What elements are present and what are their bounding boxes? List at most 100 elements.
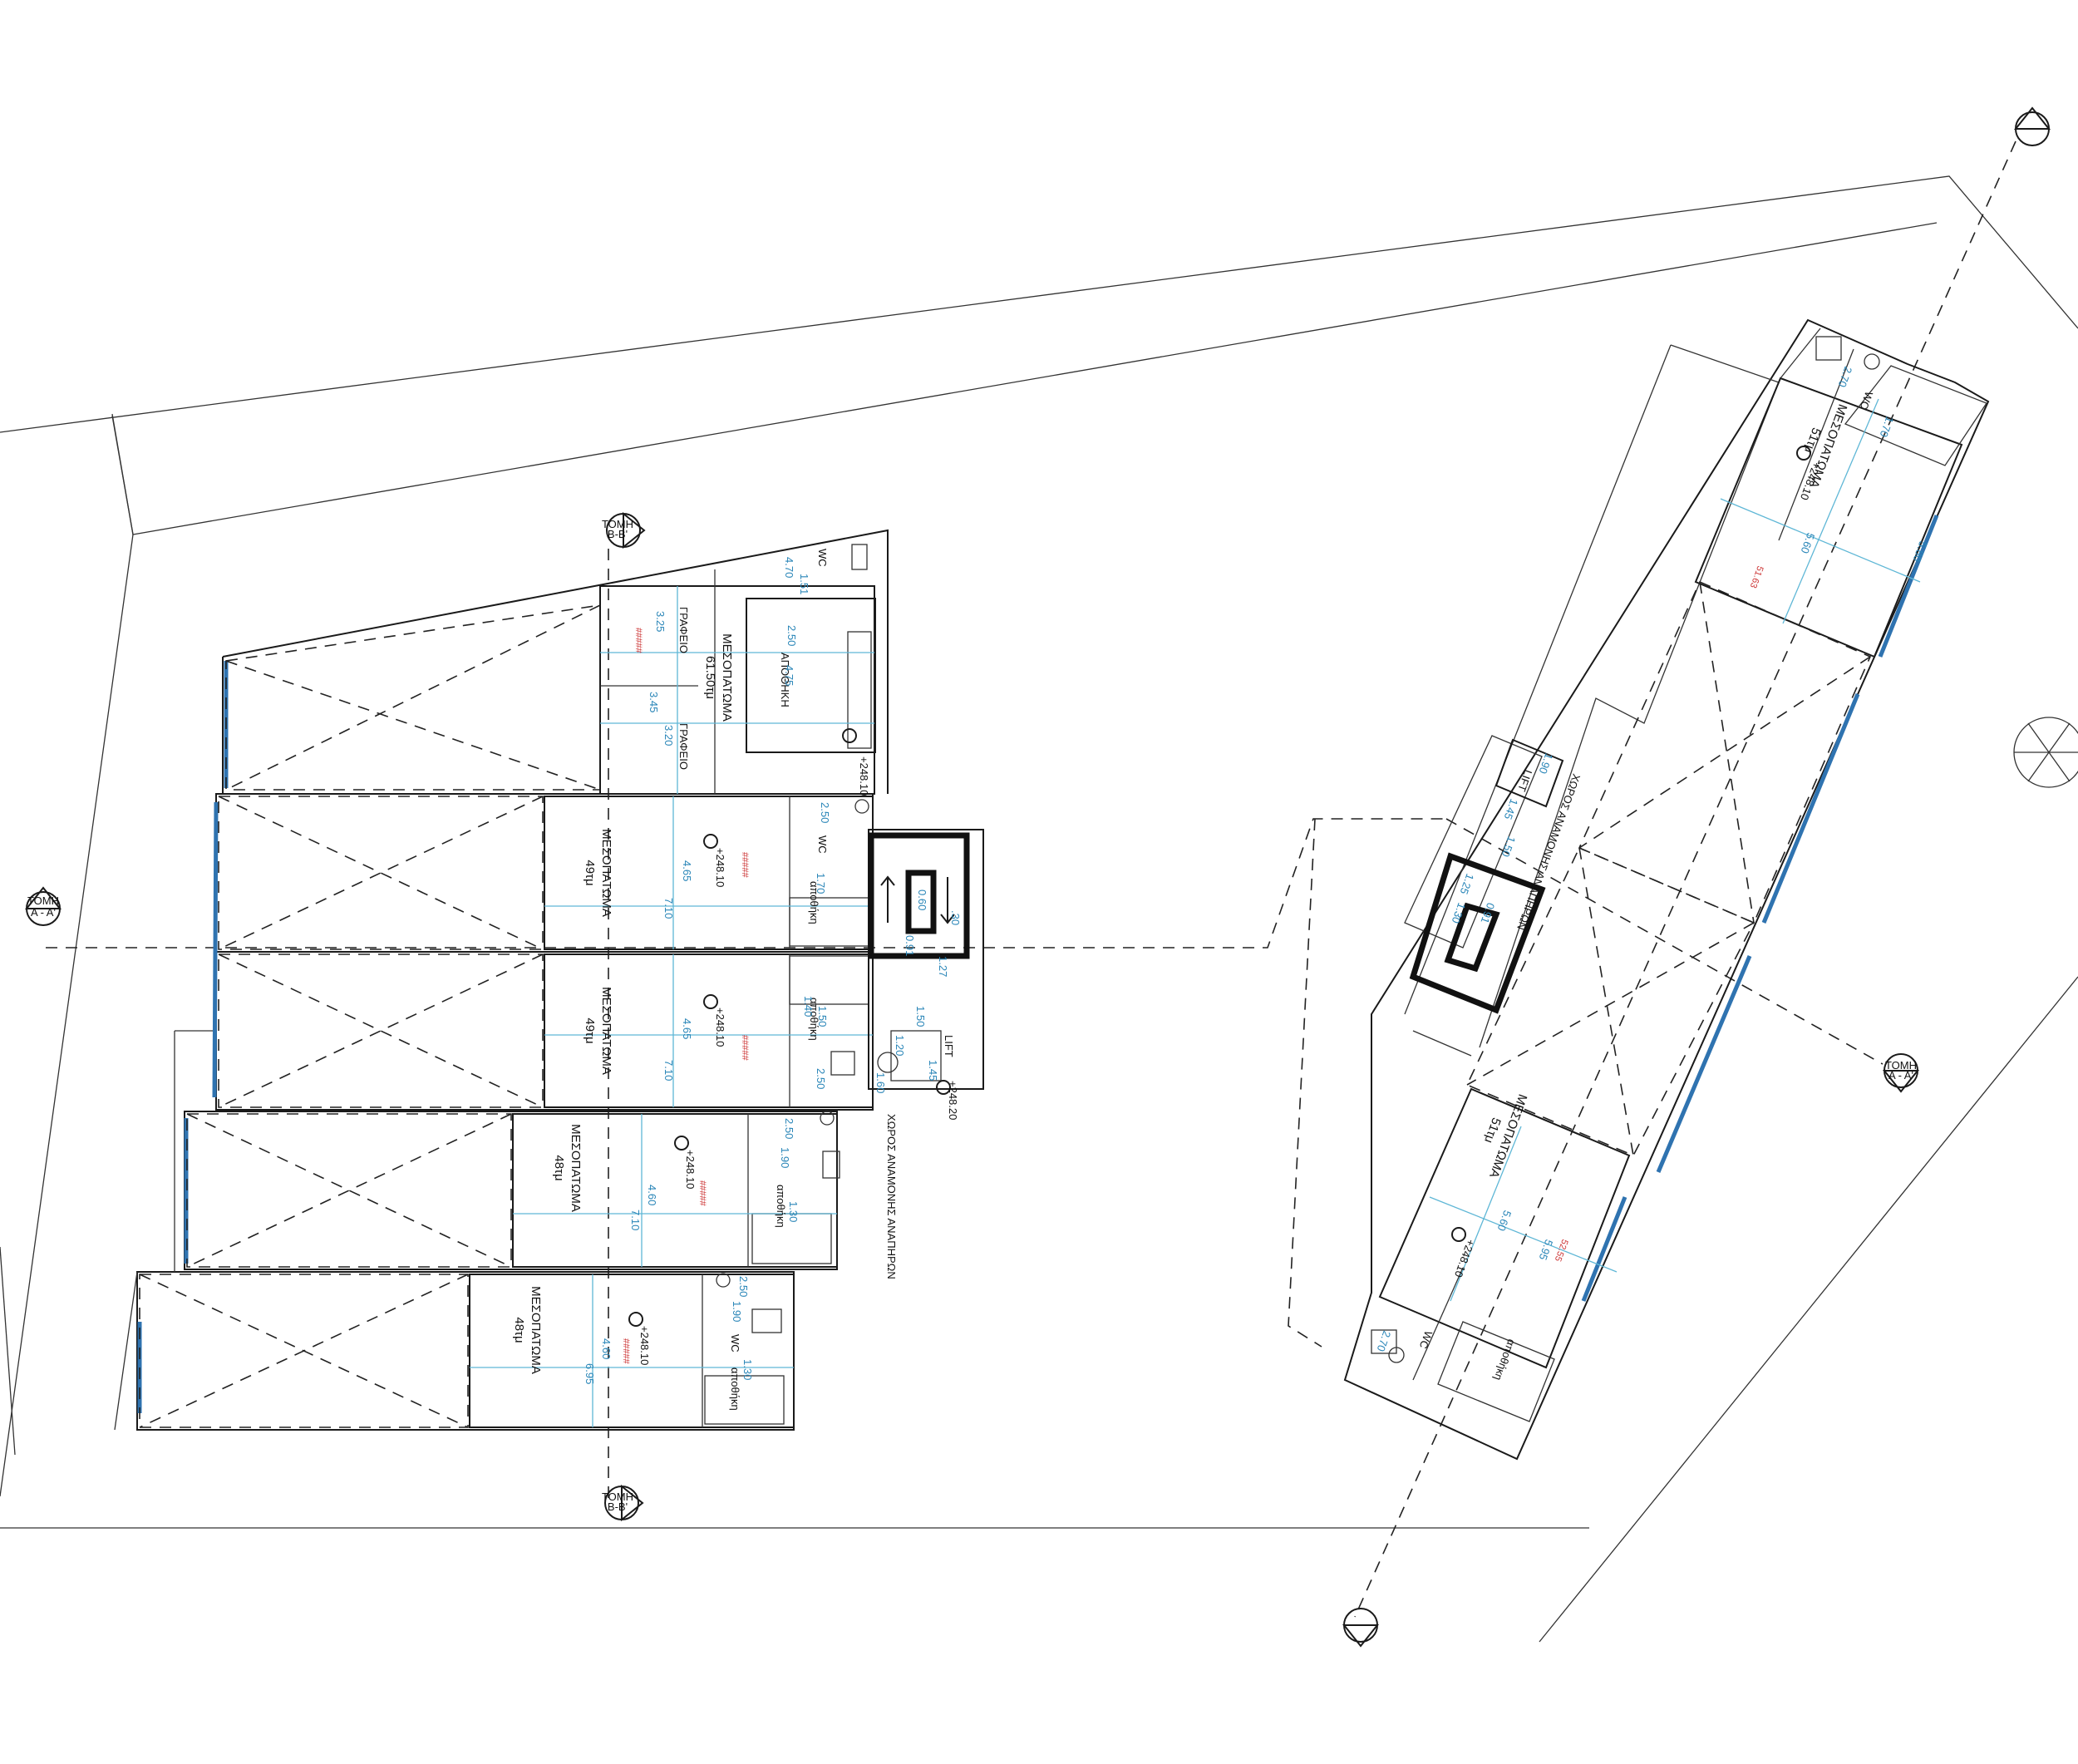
svg-text:0.60: 0.60 xyxy=(916,889,928,910)
svg-text:2.50: 2.50 xyxy=(783,1118,795,1139)
stair-core-right xyxy=(1409,738,1564,1014)
dimension-texts: 1.51 4.70 3.25 2.50 4.75 3.45 3.20 2.50 … xyxy=(584,365,1929,1384)
svg-text:2.50: 2.50 xyxy=(737,1276,750,1297)
svg-text:2.50: 2.50 xyxy=(819,802,831,823)
section-marker-right-bottom xyxy=(1342,1608,1380,1648)
svg-text:49τμ: 49τμ xyxy=(583,1018,597,1043)
svg-text:+248.10: +248.10 xyxy=(684,1150,697,1189)
svg-text:1.30: 1.30 xyxy=(787,1201,800,1222)
svg-text:αποθήκη: αποθήκη xyxy=(775,1185,787,1228)
svg-text:LIFT: LIFT xyxy=(943,1035,955,1057)
svg-text:ΤΟΜΗ: ΤΟΜΗ xyxy=(602,518,633,530)
svg-text:2.70: 2.70 xyxy=(1836,365,1855,389)
svg-text:1.50: 1.50 xyxy=(816,1006,829,1027)
stairs-right-units xyxy=(1437,365,1987,1422)
svg-text:1.30: 1.30 xyxy=(741,1359,754,1380)
svg-text:7.10: 7.10 xyxy=(629,1210,642,1230)
svg-text:αποθήκη: αποθήκη xyxy=(729,1367,741,1411)
svg-text:4.60: 4.60 xyxy=(600,1338,613,1359)
room-labels: ΓΡΑΦΕΙΟ ΓΡΑΦΕΙΟ ΑΠΟΘΗΚΗ WC WC αποθήκη απ… xyxy=(677,390,1875,1411)
dimension-lines-right xyxy=(1429,398,1921,1302)
level-markers xyxy=(628,446,1811,1327)
section-marker-bb-bottom: ΤΟΜΗ Β-Β' xyxy=(602,1484,644,1522)
svg-text:Β-Β': Β-Β' xyxy=(608,1500,628,1513)
svg-text:ΓΡΑΦΕΙΟ: ΓΡΑΦΕΙΟ xyxy=(677,723,690,770)
svg-text:WC: WC xyxy=(816,549,829,567)
svg-text:#####: ##### xyxy=(740,1035,750,1061)
svg-text:+248.10: +248.10 xyxy=(858,756,870,796)
svg-text:αποθήκη: αποθήκη xyxy=(808,998,820,1041)
unit-label-right-1: ΜΕΣΟΠΑΤΩΜΑ 51τμ xyxy=(1801,402,1849,490)
svg-text:1.27: 1.27 xyxy=(937,956,949,977)
svg-text:1.60: 1.60 xyxy=(874,1072,887,1093)
svg-text:#####: ##### xyxy=(740,852,750,878)
svg-text:+248.10: +248.10 xyxy=(1452,1238,1477,1279)
svg-text:WC: WC xyxy=(1858,390,1876,411)
svg-text:1.50: 1.50 xyxy=(914,1006,927,1027)
svg-text:#####: ##### xyxy=(697,1180,707,1206)
unit-label-2: ΜΕΣΟΠΑΤΩΜΑ 49τμ xyxy=(583,829,613,917)
svg-text:7.10: 7.10 xyxy=(662,898,675,919)
svg-text:ΜΕΣΟΠΑΤΩΜΑ: ΜΕΣΟΠΑΤΩΜΑ xyxy=(529,1286,543,1374)
svg-text:ΜΕΣΟΠΑΤΩΜΑ: ΜΕΣΟΠΑΤΩΜΑ xyxy=(720,633,734,722)
svg-text:3.45: 3.45 xyxy=(648,692,660,712)
svg-text:ΓΡΑΦΕΙΟ: ΓΡΑΦΕΙΟ xyxy=(677,607,690,653)
unit-label-1: ΜΕΣΟΠΑΤΩΜΑ 61.50τμ xyxy=(703,633,734,722)
svg-text:αποθήκη: αποθήκη xyxy=(808,881,820,924)
svg-text:4.60: 4.60 xyxy=(646,1185,658,1205)
svg-text:1.20: 1.20 xyxy=(894,1035,906,1056)
svg-text:+248.20: +248.20 xyxy=(947,1081,959,1120)
svg-text:ΤΟΜΗ: ΤΟΜΗ xyxy=(27,894,59,907)
section-lines xyxy=(46,140,2016,1618)
right-building xyxy=(1343,318,1990,1461)
central-stair-core xyxy=(868,829,984,1090)
svg-text:48τμ: 48τμ xyxy=(512,1317,526,1343)
svg-text:1.70: 1.70 xyxy=(1878,415,1897,439)
site-boundary xyxy=(0,175,2078,1643)
svg-text:ΧΩΡΟΣ ΑΝΑΜΟΝΗΣ ΑΝΑΠΗΡΩΝ: ΧΩΡΟΣ ΑΝΑΜΟΝΗΣ ΑΝΑΠΗΡΩΝ xyxy=(885,1114,898,1279)
svg-text:6.95: 6.95 xyxy=(584,1363,596,1384)
svg-text:1.90: 1.90 xyxy=(731,1301,743,1322)
svg-text:1.40: 1.40 xyxy=(802,996,815,1017)
svg-text:WC: WC xyxy=(1417,1329,1435,1350)
svg-text:WC: WC xyxy=(729,1334,741,1353)
svg-text:Α - Α': Α - Α' xyxy=(1888,1069,1913,1082)
svg-text:4.75: 4.75 xyxy=(783,665,795,686)
section-marker-aa-left: ΤΟΜΗ Α - Α' xyxy=(24,886,62,926)
svg-text:4.70: 4.70 xyxy=(783,557,795,578)
svg-text:+248.10: +248.10 xyxy=(714,1008,726,1047)
svg-text:ΤΟΜΗ: ΤΟΜΗ xyxy=(1885,1059,1917,1072)
svg-text:1.45: 1.45 xyxy=(927,1060,939,1081)
svg-text:1.90: 1.90 xyxy=(779,1147,791,1168)
svg-text:ΜΕΣΟΠΑΤΩΜΑ: ΜΕΣΟΠΑΤΩΜΑ xyxy=(599,987,613,1075)
svg-text:#####: ##### xyxy=(621,1338,631,1364)
svg-text:1.70: 1.70 xyxy=(815,873,827,894)
svg-text:ΤΟΜΗ: ΤΟΜΗ xyxy=(602,1491,633,1503)
svg-text:3.20: 3.20 xyxy=(662,725,675,746)
svg-text:WC: WC xyxy=(816,835,829,854)
void-cross-marks-right xyxy=(1465,580,1872,1157)
svg-text:ΧΩΡΟΣ ΑΝΑΜΟΝΗΣ ΑΝΑΠΗΡΩΝ: ΧΩΡΟΣ ΑΝΑΜΟΝΗΣ ΑΝΑΠΗΡΩΝ xyxy=(1514,772,1583,932)
svg-text:1.45: 1.45 xyxy=(1502,797,1521,821)
unit-label-3: ΜΕΣΟΠΑΤΩΜΑ 49τμ xyxy=(583,987,613,1075)
svg-text:ΜΕΣΟΠΑΤΩΜΑ: ΜΕΣΟΠΑΤΩΜΑ xyxy=(569,1124,583,1212)
svg-text:48τμ: 48τμ xyxy=(552,1155,566,1180)
svg-text:+248.10: +248.10 xyxy=(714,848,726,887)
left-building xyxy=(114,529,889,1431)
svg-text:49τμ: 49τμ xyxy=(583,860,597,885)
svg-text:.30: .30 xyxy=(949,910,962,925)
dimension-lines-left xyxy=(470,586,874,1427)
svg-text:1.30: 1.30 xyxy=(1450,901,1469,925)
svg-text:3.25: 3.25 xyxy=(654,611,667,632)
unit-label-5: ΜΕΣΟΠΑΤΩΜΑ 48τμ xyxy=(512,1286,543,1374)
north-arrow-icon xyxy=(2013,717,2078,788)
svg-text:2.50: 2.50 xyxy=(785,625,798,646)
svg-text:+248.10: +248.10 xyxy=(638,1326,651,1365)
svg-text:ΑΠΟΘΗΚΗ: ΑΠΟΘΗΚΗ xyxy=(779,653,791,707)
svg-text:2.50: 2.50 xyxy=(815,1068,827,1089)
section-marker-bb-top: ΤΟΜΗ Β-Β' xyxy=(602,511,646,549)
svg-text:5.60: 5.60 xyxy=(1799,531,1818,555)
wc-fixtures-left xyxy=(716,544,869,1333)
section-marker-right-top xyxy=(2013,106,2051,146)
